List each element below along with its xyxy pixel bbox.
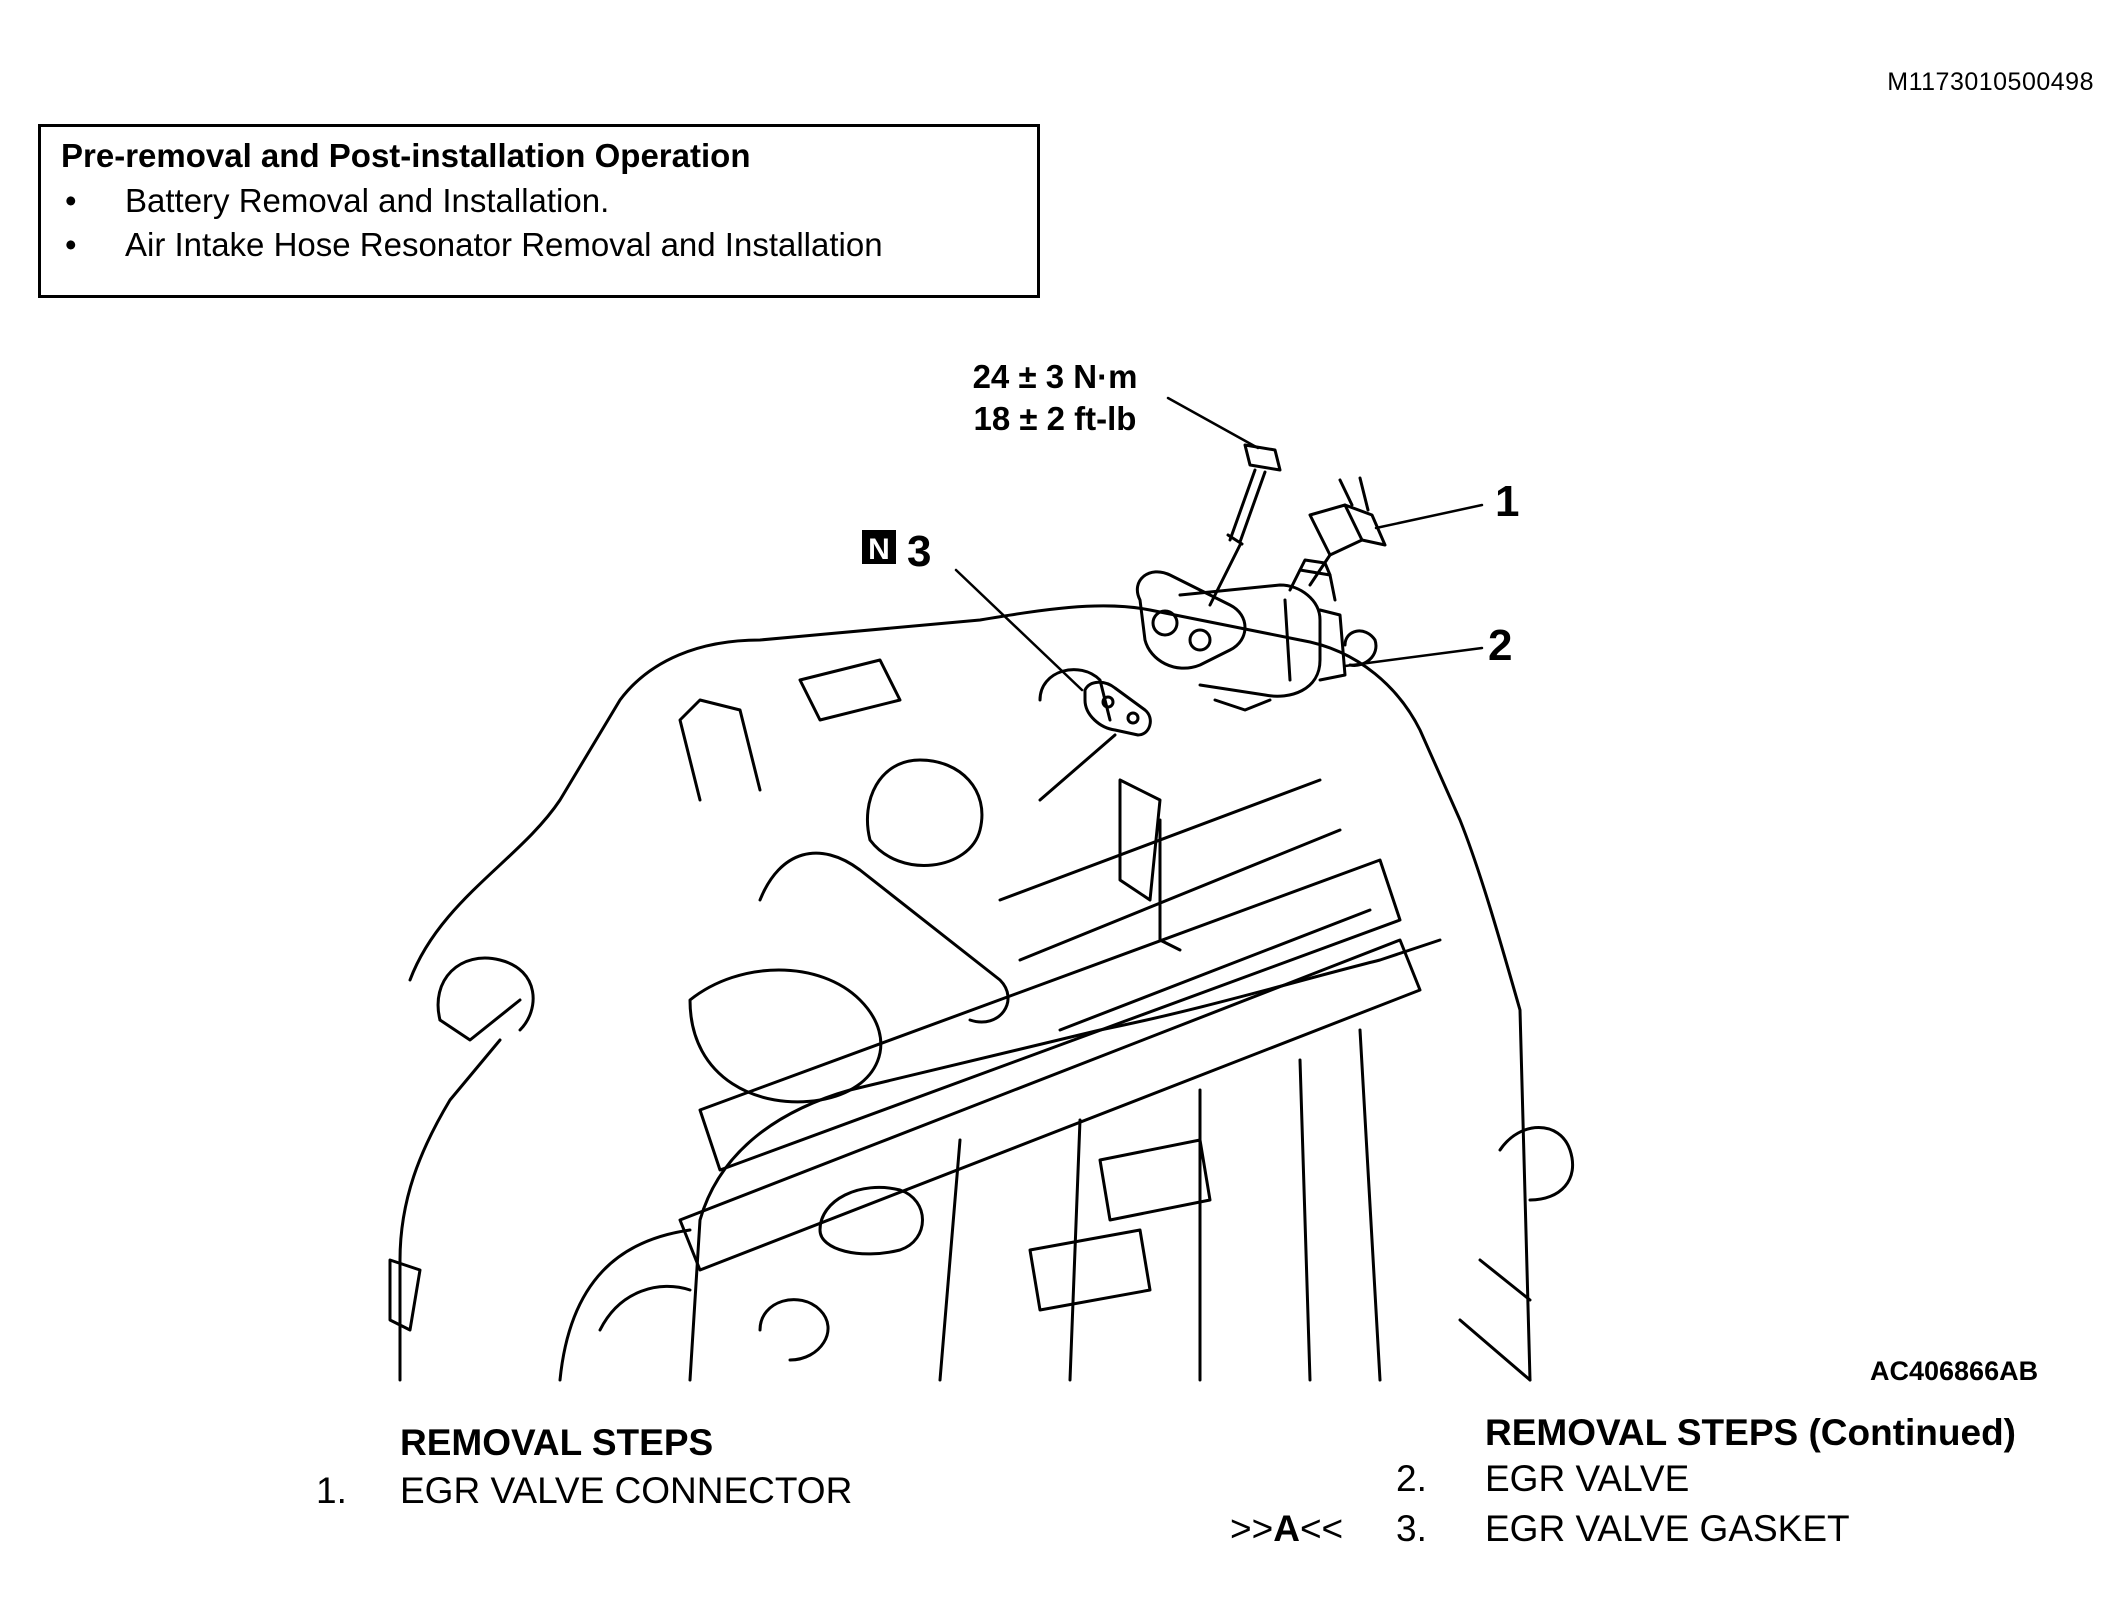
torque-spec-nm: 24 ± 3 N·m — [973, 358, 1138, 395]
pre-removal-item: Battery Removal and Installation. — [61, 179, 1017, 223]
egr-valve-illustration — [1135, 558, 1378, 712]
step-number: 2. — [1396, 1458, 1427, 1499]
step-number: 3. — [1396, 1508, 1427, 1549]
document-id: M1173010500498 — [1887, 68, 2094, 96]
step-number: 1. — [316, 1470, 347, 1511]
pre-removal-list: Battery Removal and Installation. Air In… — [61, 179, 1017, 267]
callout-1: 1 — [1495, 477, 1519, 526]
step-label: EGR VALVE CONNECTOR — [400, 1470, 853, 1511]
figure-id: AC406866AB — [1870, 1356, 2039, 1386]
engine-illustration — [388, 604, 1575, 1382]
leader-lines — [954, 396, 1484, 692]
torque-spec-ftlb: 18 ± 2 ft-lb — [974, 400, 1137, 437]
pre-removal-operation-box: Pre-removal and Post-installation Operat… — [38, 124, 1040, 298]
callout-2: 2 — [1488, 621, 1512, 670]
removal-steps-title: REMOVAL STEPS — [400, 1422, 714, 1463]
step-label: EGR VALVE GASKET — [1485, 1508, 1850, 1549]
new-part-badge — [862, 530, 896, 564]
new-part-badge-letter: N — [868, 533, 890, 566]
pre-removal-item: Air Intake Hose Resonator Removal and In… — [61, 223, 1017, 267]
gasket-illustration — [1038, 680, 1152, 802]
callout-3: 3 — [907, 527, 931, 576]
step-label: EGR VALVE — [1485, 1458, 1690, 1499]
procedure-reference: >>A<< — [1230, 1508, 1344, 1549]
egr-valve-diagram: 24 ± 3 N·m 18 ± 2 ft-lb 1 2 N 3 — [388, 358, 1575, 1382]
bolt-illustration — [1208, 443, 1282, 607]
pre-removal-title: Pre-removal and Post-installation Operat… — [61, 137, 751, 174]
connector-illustration — [1308, 476, 1387, 587]
removal-steps-continued-title: REMOVAL STEPS (Continued) — [1485, 1412, 2017, 1453]
